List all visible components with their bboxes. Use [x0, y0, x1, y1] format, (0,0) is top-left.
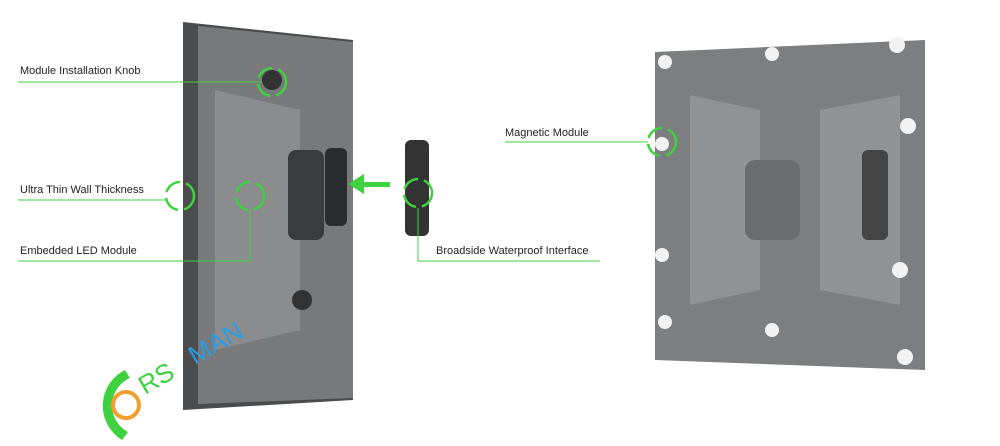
left-led-module-rear — [183, 22, 353, 410]
waterproof-interface-connector — [405, 140, 429, 236]
leader-lines — [18, 81, 648, 262]
label-ultra-thin-wall: Ultra Thin Wall Thickness — [20, 184, 144, 196]
label-magnetic-module: Magnetic Module — [505, 127, 589, 139]
label-waterproof-interface: Broadside Waterproof Interface — [436, 245, 589, 257]
label-embedded-led-module: Embedded LED Module — [20, 245, 137, 257]
right-led-module-rear — [655, 37, 925, 370]
arrow-left-icon — [348, 174, 390, 194]
callout-markers — [164, 66, 678, 212]
label-module-installation-knob: Module Installation Knob — [20, 65, 141, 77]
svg-text:RS: RS — [133, 356, 179, 400]
